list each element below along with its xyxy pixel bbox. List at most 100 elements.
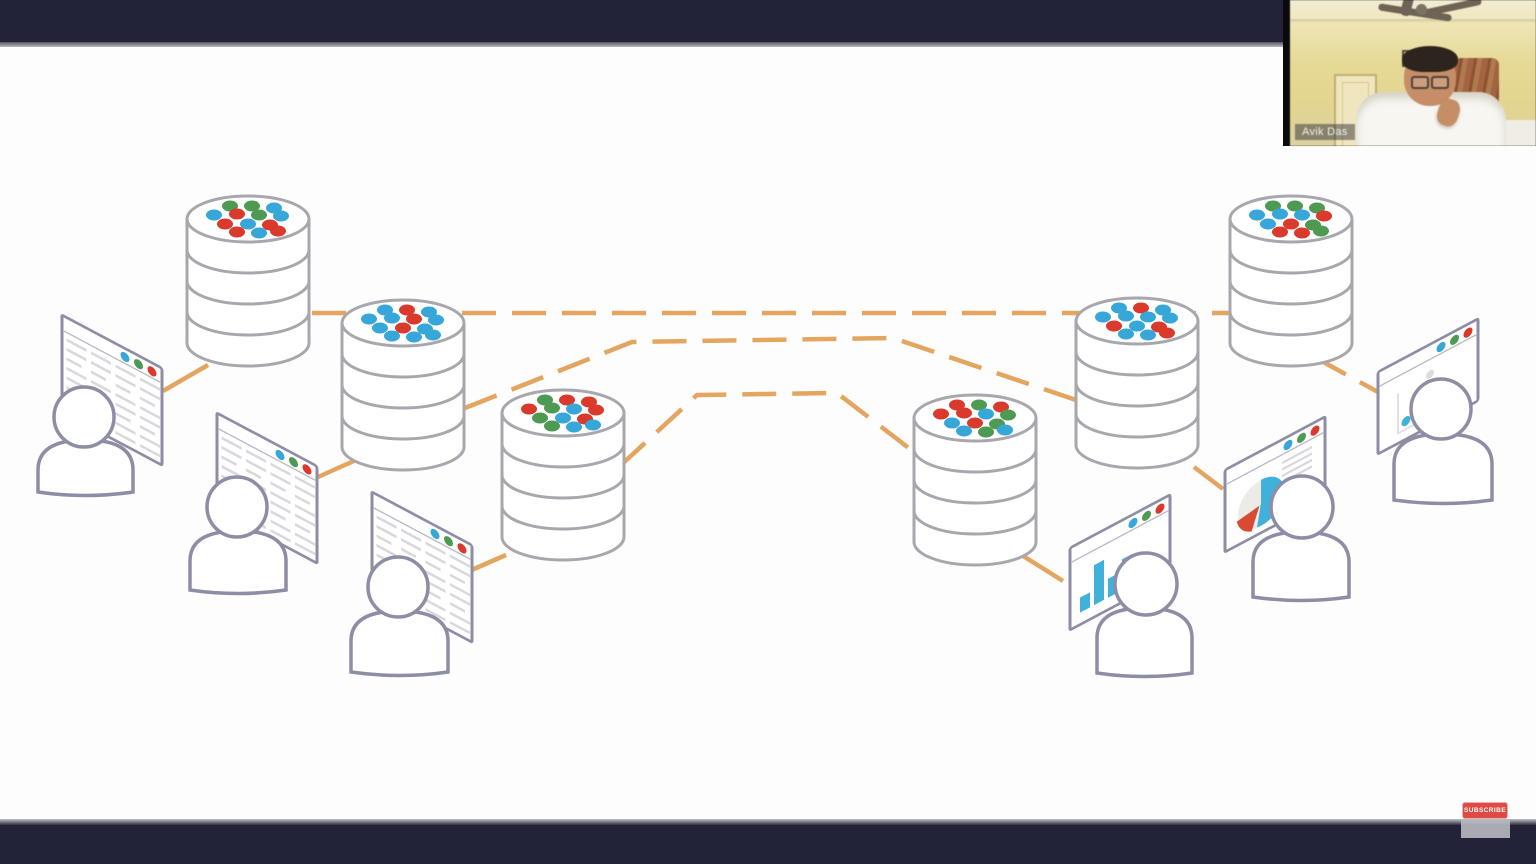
table-text-line <box>295 513 315 527</box>
cylinder-band <box>1228 311 1354 337</box>
table-text-line <box>450 554 470 568</box>
record-dot-green <box>537 394 553 406</box>
table-text-line <box>115 392 136 407</box>
pie-text-line <box>1282 458 1312 478</box>
table-text-line <box>295 484 315 499</box>
record-dot-green <box>532 412 548 424</box>
record-dot-blue <box>425 329 441 341</box>
person-head <box>1409 377 1473 441</box>
record-dot-blue <box>384 330 400 342</box>
window-dot-icon <box>120 351 130 363</box>
table-text-line <box>270 490 291 505</box>
window-dot-icon <box>430 528 440 540</box>
record-dot-blue <box>273 210 289 222</box>
record-dot-blue <box>1118 328 1134 340</box>
database-top-right-icon <box>1228 194 1354 368</box>
bar-chart-bar <box>1094 559 1104 606</box>
screen-frame <box>60 314 164 467</box>
window-dot-icon <box>147 366 157 377</box>
cylinder-body <box>500 413 626 562</box>
titlebar-line <box>218 427 316 482</box>
window-dot-icon <box>457 543 467 554</box>
table-text-line <box>246 458 266 473</box>
table-text-line <box>450 582 470 597</box>
table-text-line <box>221 455 237 467</box>
person-body <box>188 529 288 596</box>
table-text-line <box>115 364 136 378</box>
cylinder-band <box>185 249 311 275</box>
record-dot-blue <box>1095 311 1111 323</box>
table-text-line <box>425 598 446 612</box>
record-dot-red <box>993 401 1009 413</box>
person-icon <box>188 475 288 596</box>
table-text-line <box>91 360 111 375</box>
table-text-line <box>425 607 446 622</box>
record-dot-blue <box>1294 209 1310 221</box>
table-text-line <box>425 569 446 584</box>
cylinder-band <box>500 505 626 531</box>
record-dot-green <box>544 420 560 432</box>
table-text-line <box>140 405 160 420</box>
table-text-line <box>140 386 160 401</box>
table-text-line <box>140 377 160 391</box>
bar-chart-bar <box>1080 592 1090 613</box>
table-text-line <box>450 620 470 635</box>
person-icon <box>1095 551 1194 679</box>
table-text-line <box>246 449 266 463</box>
person-head <box>205 475 269 539</box>
window-dot-icon <box>1297 432 1306 443</box>
cylinder-body <box>185 219 311 368</box>
table-text-line <box>270 500 291 514</box>
table-text-line <box>376 543 397 558</box>
record-dot-red <box>1316 210 1332 222</box>
titlebar-line <box>63 329 161 384</box>
cylinder-body <box>1228 219 1354 368</box>
cylinder-band <box>185 280 311 306</box>
record-dot-blue <box>566 403 582 415</box>
record-dot-blue <box>1129 320 1145 332</box>
table-text-line <box>295 503 315 518</box>
window-dot-icon <box>1463 327 1473 338</box>
record-dot-red <box>1283 218 1299 230</box>
window-dot-icon <box>1450 334 1459 345</box>
table-text-line <box>450 611 470 625</box>
window-dot-icon <box>1142 510 1151 521</box>
table-text-line <box>376 515 397 529</box>
titlebar-line <box>1071 509 1169 564</box>
record-dot-blue <box>372 322 388 334</box>
record-dot-blue <box>1155 304 1171 316</box>
person-head <box>1269 474 1335 540</box>
record-dot-blue <box>1111 302 1127 314</box>
window-dot-icon <box>1436 341 1446 353</box>
presenter-name-label: Avik Das <box>1295 124 1355 140</box>
record-dot-red <box>406 313 422 325</box>
table-text-line <box>66 338 87 352</box>
connector-screen1-to-db-top-left <box>161 363 210 393</box>
database-lower-left-icon <box>500 388 626 562</box>
scatter-point <box>1401 416 1411 427</box>
connector-screen2-to-db-mid-left <box>317 457 357 480</box>
glasses-icon <box>1411 76 1429 89</box>
record-dot-green <box>544 402 560 414</box>
record-dot-red <box>933 408 949 420</box>
record-dot-red <box>967 417 983 429</box>
table-text-line <box>425 541 446 555</box>
table-text-line <box>376 524 397 539</box>
person-head <box>366 555 430 619</box>
table-text-line <box>450 563 470 578</box>
record-dot-blue <box>1272 208 1288 220</box>
record-dot-blue <box>240 218 256 230</box>
subscribe-button[interactable]: SUBSCRIBE <box>1463 803 1507 818</box>
table-text-line <box>270 481 286 493</box>
person-body <box>1392 432 1494 506</box>
table-text-line <box>270 528 291 543</box>
record-dot-blue <box>997 424 1013 436</box>
record-dot-green <box>222 200 238 212</box>
record-dot-blue <box>1249 209 1265 221</box>
table-text-line <box>66 347 87 362</box>
record-dot-blue <box>1140 329 1156 341</box>
person-body <box>349 609 450 678</box>
record-dot-blue <box>428 314 444 326</box>
webcam-video: Avik Das <box>1290 0 1536 146</box>
